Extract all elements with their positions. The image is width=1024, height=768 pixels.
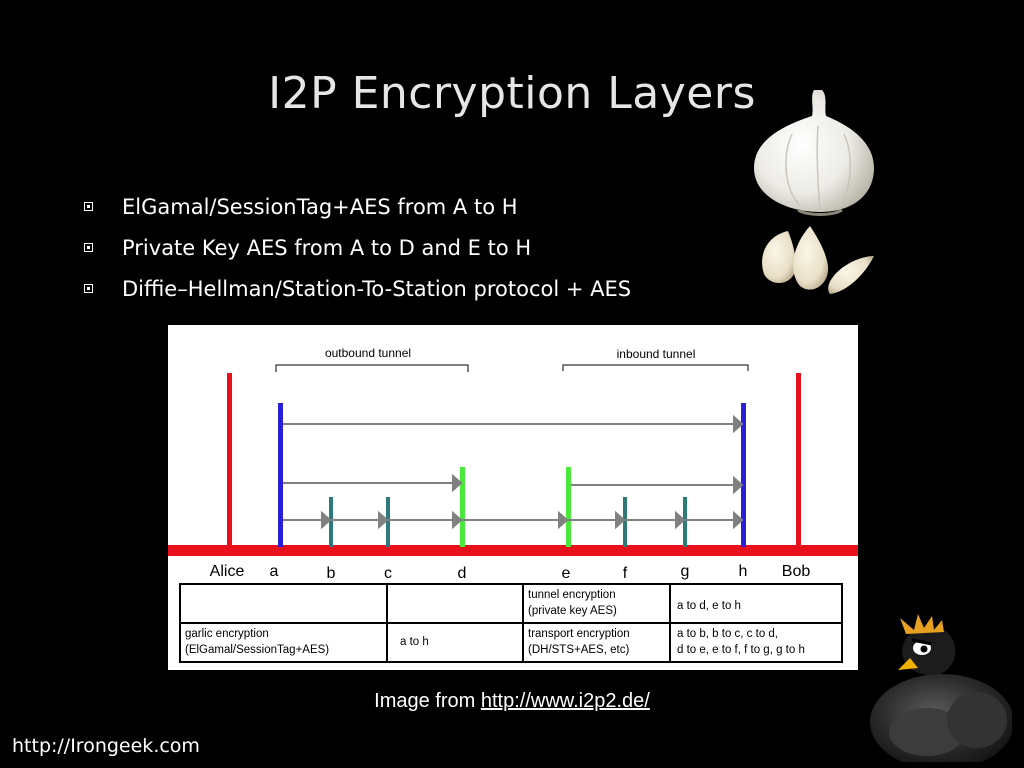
node-label-bob: Bob	[782, 563, 811, 580]
table-cell-tunnel-encryption: tunnel encryption	[528, 589, 616, 601]
bullet-marker-icon	[84, 243, 93, 252]
node-label-e: e	[562, 565, 571, 582]
node-label-c: c	[384, 565, 392, 582]
table-cell-tunnel-scope: a to d, e to h	[677, 600, 741, 612]
arrowhead-icon	[733, 414, 744, 434]
alice-line	[227, 373, 232, 547]
inbound-tunnel-label: inbound tunnel	[617, 347, 696, 361]
arrowhead-icon	[452, 473, 463, 493]
penguin-logo-icon	[870, 614, 1012, 762]
bullet-item: Private Key AES from A to D and E to H	[82, 227, 631, 268]
bullet-text: ElGamal/SessionTag+AES from A to H	[122, 194, 518, 219]
bullet-item: Diffie–Hellman/Station-To-Station protoc…	[82, 268, 631, 309]
g-line	[683, 497, 687, 547]
table-cell-transport-scope: a to b, b to c, c to d,	[677, 628, 778, 640]
image-caption: Image from http://www.i2p2.de/	[0, 690, 1024, 713]
node-label-b: b	[327, 565, 336, 582]
bullet-item: ElGamal/SessionTag+AES from A to H	[82, 186, 631, 227]
arrowhead-icon	[615, 510, 626, 530]
arrowhead-icon	[452, 510, 463, 530]
c-line	[386, 497, 390, 547]
table-cell-transport-encryption: transport encryption	[528, 628, 630, 640]
bullet-list: ElGamal/SessionTag+AES from A to H Priva…	[82, 186, 631, 309]
outbound-tunnel-label: outbound tunnel	[325, 346, 411, 360]
source-link[interactable]: http://www.i2p2.de/	[480, 690, 650, 712]
node-label-g: g	[681, 563, 690, 580]
a-line	[278, 403, 283, 547]
table-cell-transport-encryption-detail: (DH/STS+AES, etc)	[528, 644, 629, 656]
b-line	[329, 497, 333, 547]
bob-line	[796, 373, 801, 547]
bullet-marker-icon	[84, 202, 93, 211]
caption-prefix: Image from	[374, 690, 481, 712]
arrowhead-icon	[733, 475, 744, 495]
h-line	[741, 403, 746, 547]
bullet-marker-icon	[84, 284, 93, 293]
arrowhead-icon	[733, 510, 744, 530]
table-cell-transport-scope-detail: d to e, e to f, f to g, g to h	[677, 644, 805, 656]
table-cell-garlic-encryption-detail: (ElGamal/SessionTag+AES)	[185, 644, 329, 656]
bullet-text: Diffie–Hellman/Station-To-Station protoc…	[122, 276, 632, 301]
table-cell-garlic-encryption: garlic encryption	[185, 628, 269, 640]
i2p-tunnel-diagram: outbound tunnel inbound tunnel Alice a b…	[168, 325, 858, 670]
encryption-table	[179, 583, 843, 663]
node-label-d: d	[458, 565, 467, 582]
arrowhead-icon	[558, 510, 569, 530]
inbound-tunnel-bracket	[562, 364, 749, 371]
network-baseline	[168, 545, 858, 556]
arrowhead-icon	[321, 510, 332, 530]
f-line	[623, 497, 627, 547]
node-label-f: f	[623, 565, 628, 582]
node-label-alice: Alice	[210, 563, 245, 580]
node-label-h: h	[739, 563, 748, 580]
arrowhead-icon	[675, 510, 686, 530]
bullet-text: Private Key AES from A to D and E to H	[122, 235, 532, 260]
table-cell-garlic-scope: a to h	[400, 636, 429, 648]
footer-site-url: http://Irongeek.com	[12, 735, 200, 757]
node-label-a: a	[270, 563, 279, 580]
garlic-icon	[754, 90, 874, 294]
outbound-tunnel-bracket	[275, 364, 469, 372]
d-line	[460, 467, 465, 547]
table-cell-tunnel-encryption-detail: (private key AES)	[528, 605, 617, 617]
slide-title: I2P Encryption Layers	[268, 68, 756, 119]
arrowhead-icon	[378, 510, 389, 530]
e-line	[566, 467, 571, 547]
